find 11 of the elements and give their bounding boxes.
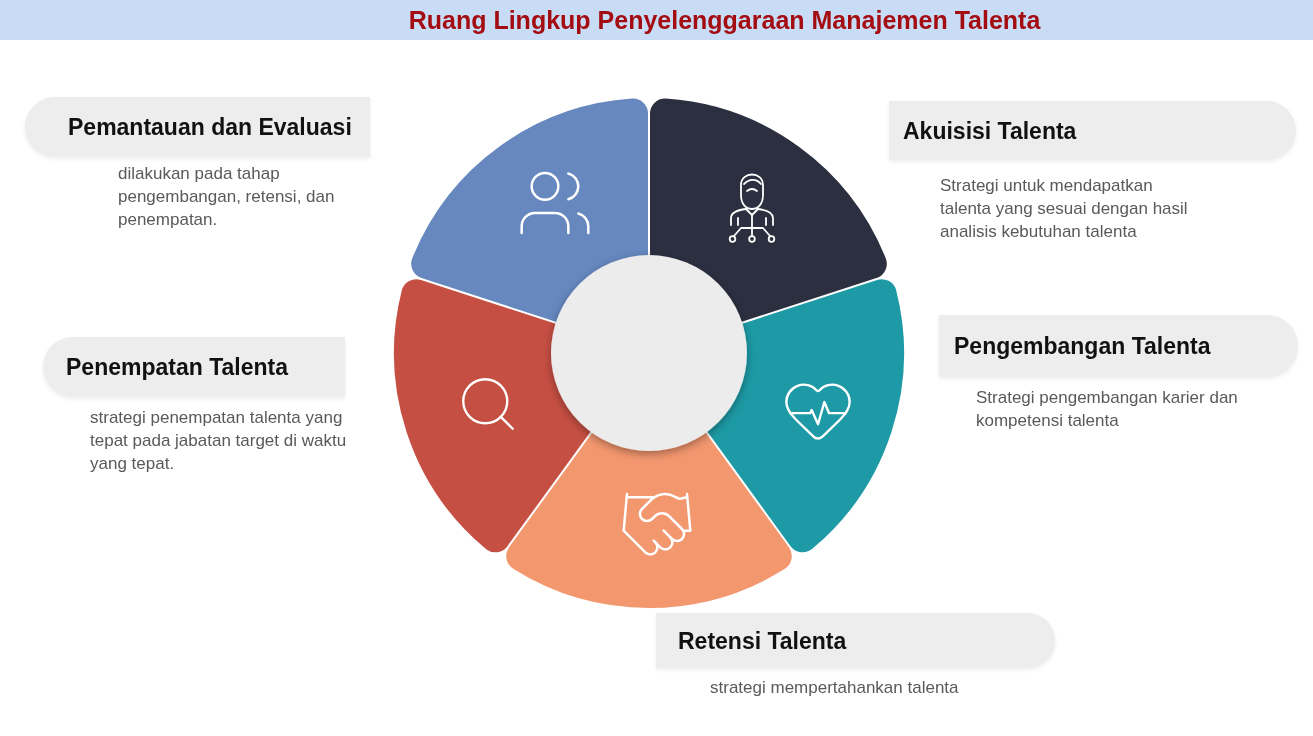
tab-heading: Retensi Talenta	[678, 626, 848, 655]
tab-heading: Akuisisi Talenta	[903, 116, 1078, 145]
description-text: dilakukan pada tahap pengembangan, retensi, dan penempatan.	[118, 163, 336, 231]
description-text: Strategi pengembangan karier dan kompetensi talenta	[976, 387, 1239, 432]
tab-heading: Pengembangan Talenta	[954, 332, 1212, 360]
description-text: strategi penempatan talenta yang tepat pada jabatan target di waktu yang tepat.	[90, 407, 348, 475]
description-text: Strategi untuk mendapatkan talenta yang sesuai dengan hasil analisis kebutuhan talenta	[940, 175, 1189, 243]
title: Ruang Lingkup Penyelenggaraan Manajemen Talenta	[408, 5, 1041, 35]
description-text: strategi mempertahankan talenta	[710, 677, 960, 699]
tab-heading: Penempatan Talenta	[66, 353, 290, 381]
tab-heading: Pemantauan dan Evaluasi	[68, 113, 353, 141]
